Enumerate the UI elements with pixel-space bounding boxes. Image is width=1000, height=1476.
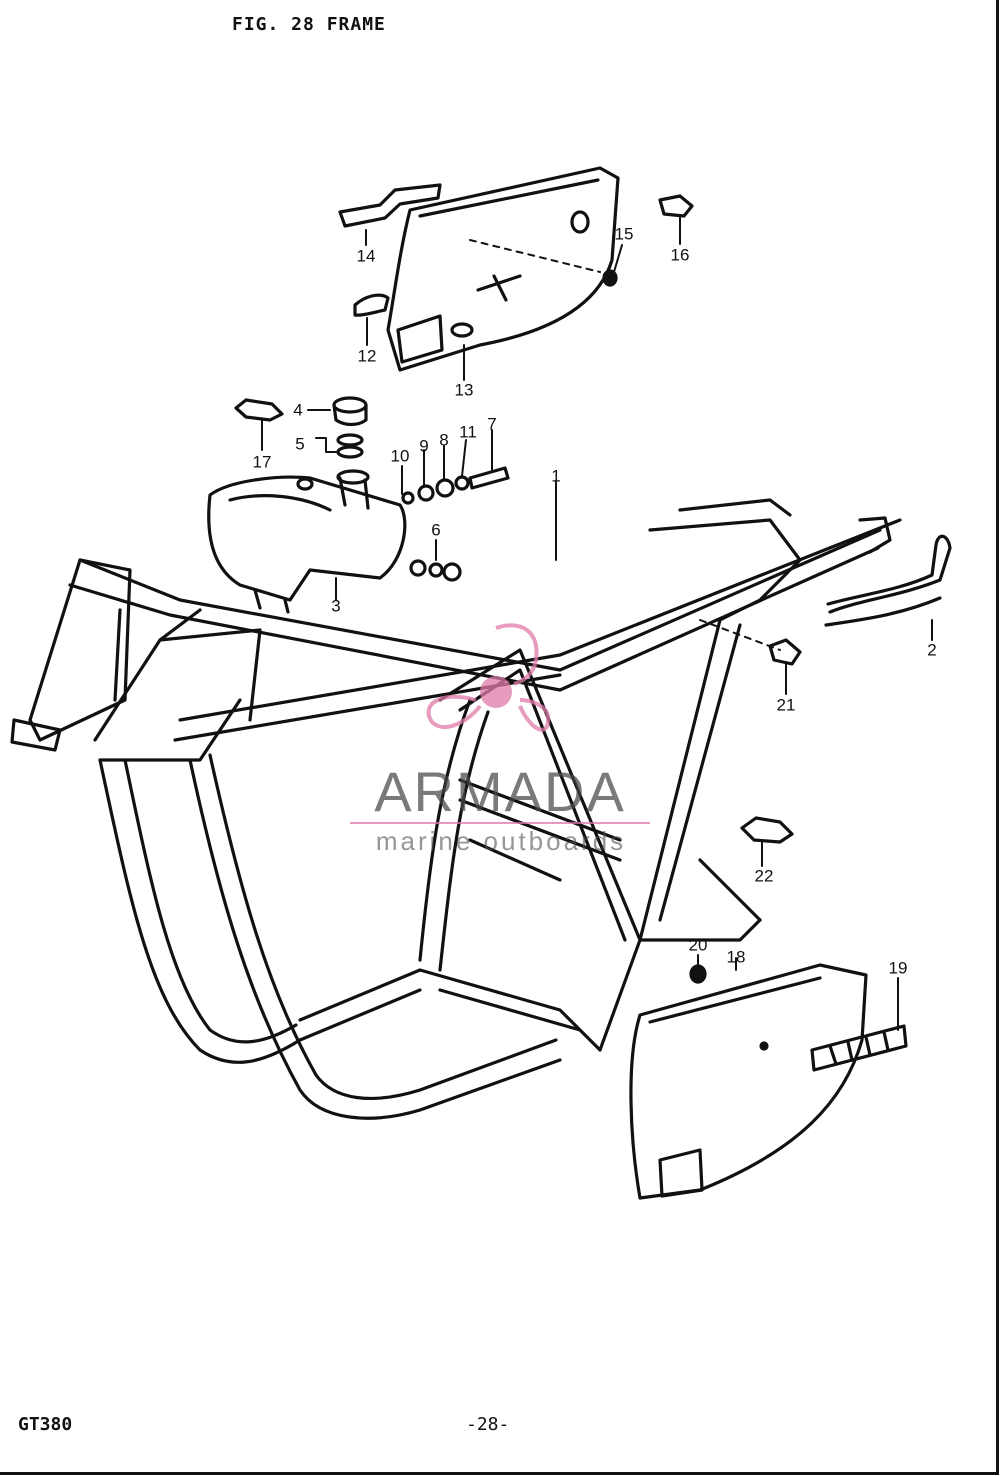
bracket-14 bbox=[338, 183, 442, 228]
callout-12: 12 bbox=[357, 346, 377, 366]
callout-22: 22 bbox=[754, 866, 774, 886]
tank-cap bbox=[332, 396, 368, 459]
callout-9: 9 bbox=[419, 436, 429, 456]
callout-6: 6 bbox=[431, 520, 441, 540]
clamp-21 bbox=[768, 638, 802, 666]
callout-20: 20 bbox=[688, 935, 708, 955]
bolt-and-washers bbox=[401, 466, 510, 505]
nut-15 bbox=[602, 269, 618, 287]
watermark-propeller-emblem bbox=[426, 623, 551, 732]
oil-tank bbox=[207, 469, 407, 614]
callout-15: 15 bbox=[614, 224, 634, 244]
callout-14: 14 bbox=[356, 246, 376, 266]
callout-11: 11 bbox=[459, 422, 477, 442]
callout-1: 1 bbox=[551, 466, 561, 486]
callout-21: 21 bbox=[776, 695, 796, 715]
grommet-set bbox=[409, 559, 462, 582]
footer-page-number: -28- bbox=[466, 1414, 510, 1435]
bush-12 bbox=[353, 293, 390, 317]
callout-3: 3 bbox=[331, 596, 341, 616]
clip-16 bbox=[658, 194, 694, 218]
callout-7: 7 bbox=[487, 414, 497, 434]
callout-18: 18 bbox=[726, 947, 746, 967]
frame-down-tubes bbox=[98, 753, 562, 1120]
callout-13: 13 bbox=[454, 380, 474, 400]
watermark-brand: ARMADA bbox=[374, 760, 626, 823]
callout-10: 10 bbox=[390, 446, 410, 466]
footer-model-name: GT380 bbox=[18, 1414, 73, 1435]
clamp-22 bbox=[740, 816, 794, 844]
watermark-tagline: marine outboards bbox=[375, 826, 627, 856]
callout-19: 19 bbox=[888, 958, 908, 978]
frame-top-rails bbox=[68, 518, 902, 742]
callout-17: 17 bbox=[252, 452, 272, 472]
callout-16: 16 bbox=[670, 245, 690, 265]
callout-8: 8 bbox=[439, 430, 449, 450]
callout-2: 2 bbox=[927, 640, 937, 660]
clamp-17 bbox=[234, 398, 284, 422]
leader-lines bbox=[261, 215, 933, 1031]
stay-2 bbox=[824, 534, 952, 627]
side-cover-left bbox=[386, 166, 620, 372]
figure-title: FIG. 28 FRAME bbox=[232, 14, 386, 35]
emblem-19 bbox=[810, 1024, 908, 1072]
callout-4: 4 bbox=[293, 400, 303, 420]
frame-front-section bbox=[10, 558, 262, 762]
grommet-20 bbox=[689, 964, 707, 984]
watermark-divider bbox=[350, 822, 650, 824]
callout-5: 5 bbox=[295, 434, 305, 454]
frame-rear-section bbox=[638, 498, 892, 942]
side-cover-right bbox=[629, 963, 868, 1200]
